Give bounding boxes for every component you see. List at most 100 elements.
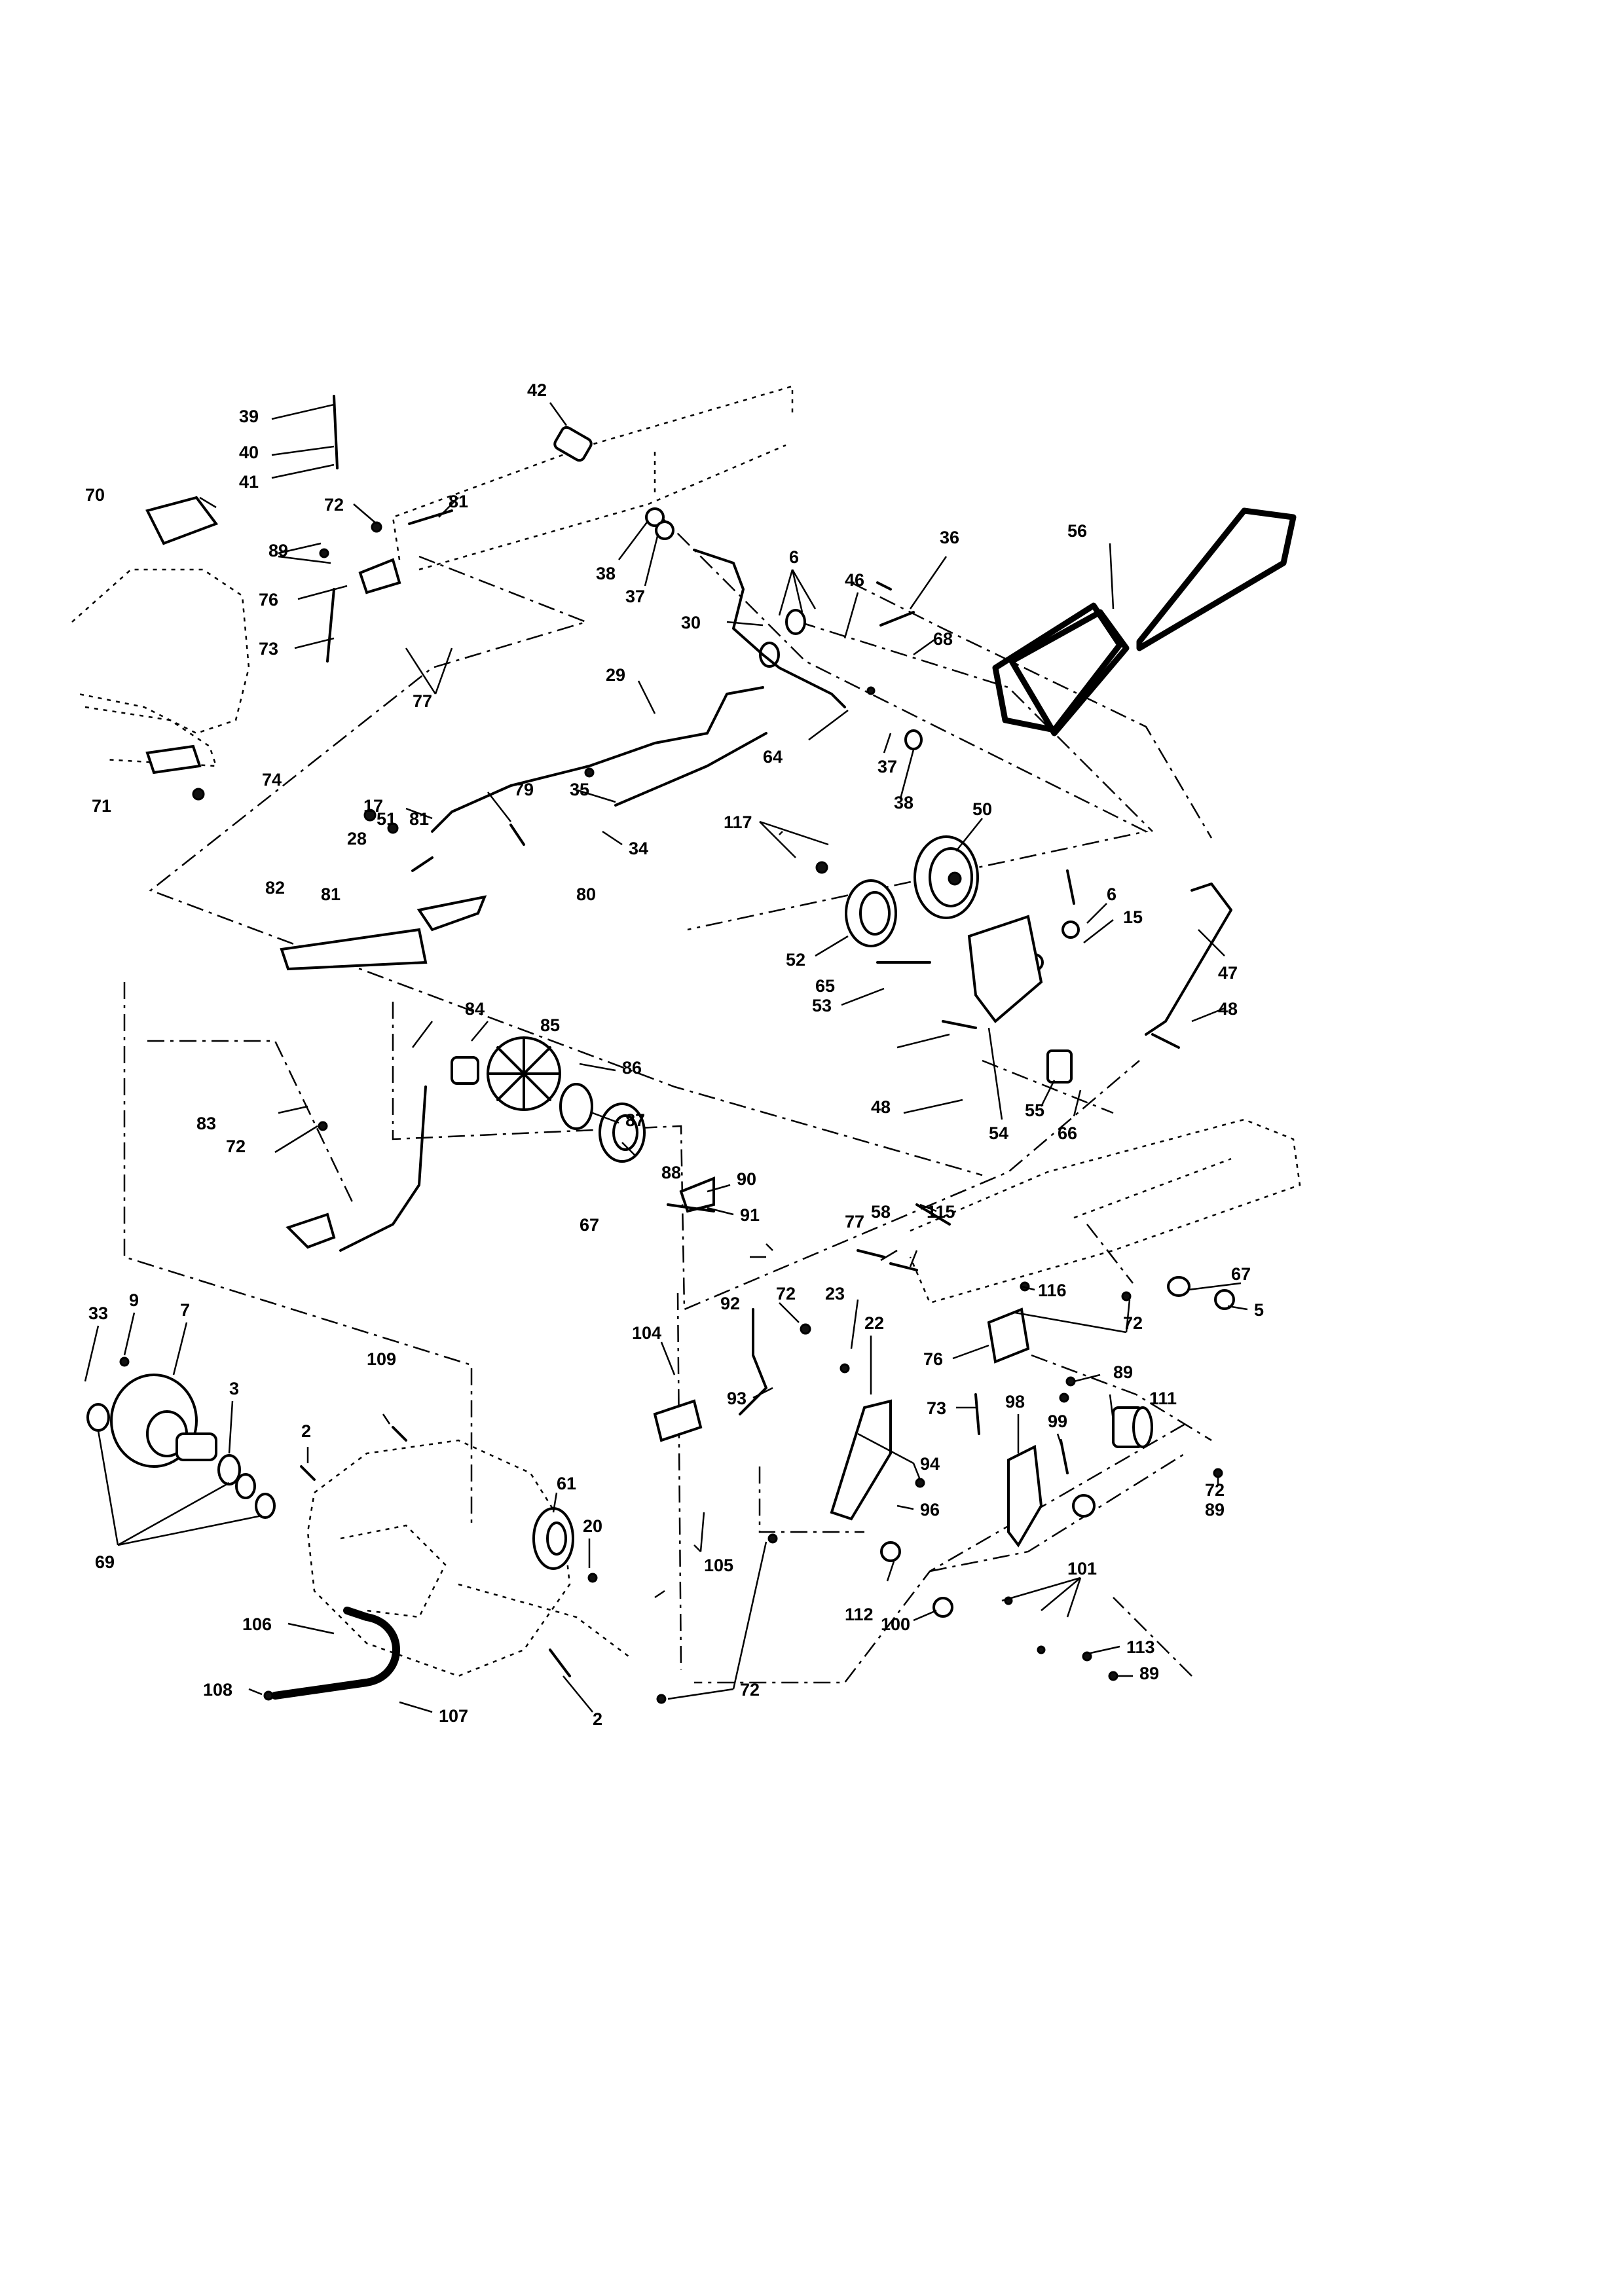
callout: 82 [265,878,285,898]
hose-107 [271,1607,400,1700]
callout-labels: 2 2 3 5 6 6 7 9 15 17 20 22 23 28 29 30 … [85,380,1264,1729]
callout: 98 [1005,1392,1025,1412]
callout: 41 [239,472,259,492]
callout: 35 [570,780,589,799]
callout: 39 [239,407,259,426]
callout: 76 [259,590,278,610]
callout: 81 [321,884,341,904]
callout: 80 [576,884,596,904]
belt-56 [992,507,1297,737]
callout: 22 [864,1313,884,1333]
callout: 36 [940,528,959,547]
callout: 58 [871,1202,891,1222]
callout: 116 [1038,1281,1067,1300]
callout: 84 [465,999,485,1019]
callout: 87 [625,1110,645,1130]
brackets [145,496,1043,1548]
callout: 77 [413,691,432,711]
callout: 6 [1107,884,1116,904]
pulley-50 [913,835,979,919]
callout: 100 [881,1614,910,1634]
callout: 107 [439,1706,468,1726]
callout: 81 [409,809,429,829]
callout: 67 [1231,1264,1251,1284]
callout: 72 [226,1137,246,1156]
assembly-outlines [123,510,1213,1684]
callout: 90 [737,1169,756,1189]
callout: 112 [845,1605,874,1624]
callout: 117 [724,812,752,832]
callout: 20 [583,1516,602,1536]
callout: 93 [727,1389,747,1408]
callout: 85 [540,1015,560,1035]
callout: 5 [1254,1300,1264,1320]
callout: 37 [877,757,897,776]
callout: 111 [1149,1389,1177,1408]
pulley-87 [559,1083,593,1130]
callout: 105 [704,1556,733,1575]
callout: 29 [606,665,625,685]
washers [86,507,1235,1618]
callout: 34 [629,839,648,858]
callout: 37 [625,587,645,606]
callout: 73 [259,639,278,659]
callout: 15 [1123,907,1143,927]
callout: 99 [1048,1412,1067,1431]
callout: 113 [1126,1637,1155,1657]
callout: 72 [1123,1313,1143,1333]
callout: 94 [920,1454,940,1474]
callout: 23 [825,1284,845,1303]
callout: 52 [786,950,805,970]
callout: 108 [203,1680,232,1700]
callout: 38 [596,564,616,583]
callout: 64 [763,747,783,767]
callout: 38 [894,793,913,812]
callout: 76 [923,1349,943,1369]
callout: 46 [845,570,864,590]
callout: 89 [1205,1500,1225,1520]
callout: 2 [593,1709,602,1729]
callout: 42 [527,380,547,400]
callout: 83 [196,1114,216,1133]
callout: 2 [301,1421,311,1441]
callout: 50 [972,799,992,819]
roller-111 [1112,1406,1153,1448]
callout: 67 [580,1215,599,1235]
callout: 73 [927,1398,946,1418]
hardware-dots [119,521,1223,1704]
callout: 72 [1205,1480,1225,1500]
callout: 89 [268,541,288,560]
callout: 109 [367,1349,396,1369]
callout: 115 [927,1202,955,1222]
callout: 30 [681,613,701,632]
callout: 61 [557,1474,576,1493]
pulley-52 [845,879,897,947]
callout: 71 [92,796,111,816]
callout: 77 [845,1212,864,1231]
callout: 91 [740,1205,760,1225]
callout: 47 [1218,963,1238,983]
callout: 104 [632,1323,661,1343]
leader-lines [84,402,1248,1713]
callout: 48 [871,1097,891,1117]
callout: 68 [933,629,953,649]
fan-86 [487,1036,561,1111]
callout: 89 [1139,1664,1159,1683]
callout: 96 [920,1500,940,1520]
callout: 72 [776,1284,796,1303]
callout: 81 [449,492,468,511]
callout: 92 [720,1294,740,1313]
callout: 72 [740,1680,760,1700]
callout: 56 [1067,521,1087,541]
callout: 48 [1218,999,1238,1019]
callout: 70 [85,485,105,505]
callout: 69 [95,1552,115,1572]
callout: 7 [180,1300,190,1320]
callout: 88 [661,1163,681,1182]
rods [339,549,1232,1415]
callout: 33 [88,1303,108,1323]
pulley-61 [532,1507,574,1570]
callout: 9 [129,1290,139,1310]
callout: 86 [622,1058,642,1078]
callout: 54 [989,1123,1008,1143]
